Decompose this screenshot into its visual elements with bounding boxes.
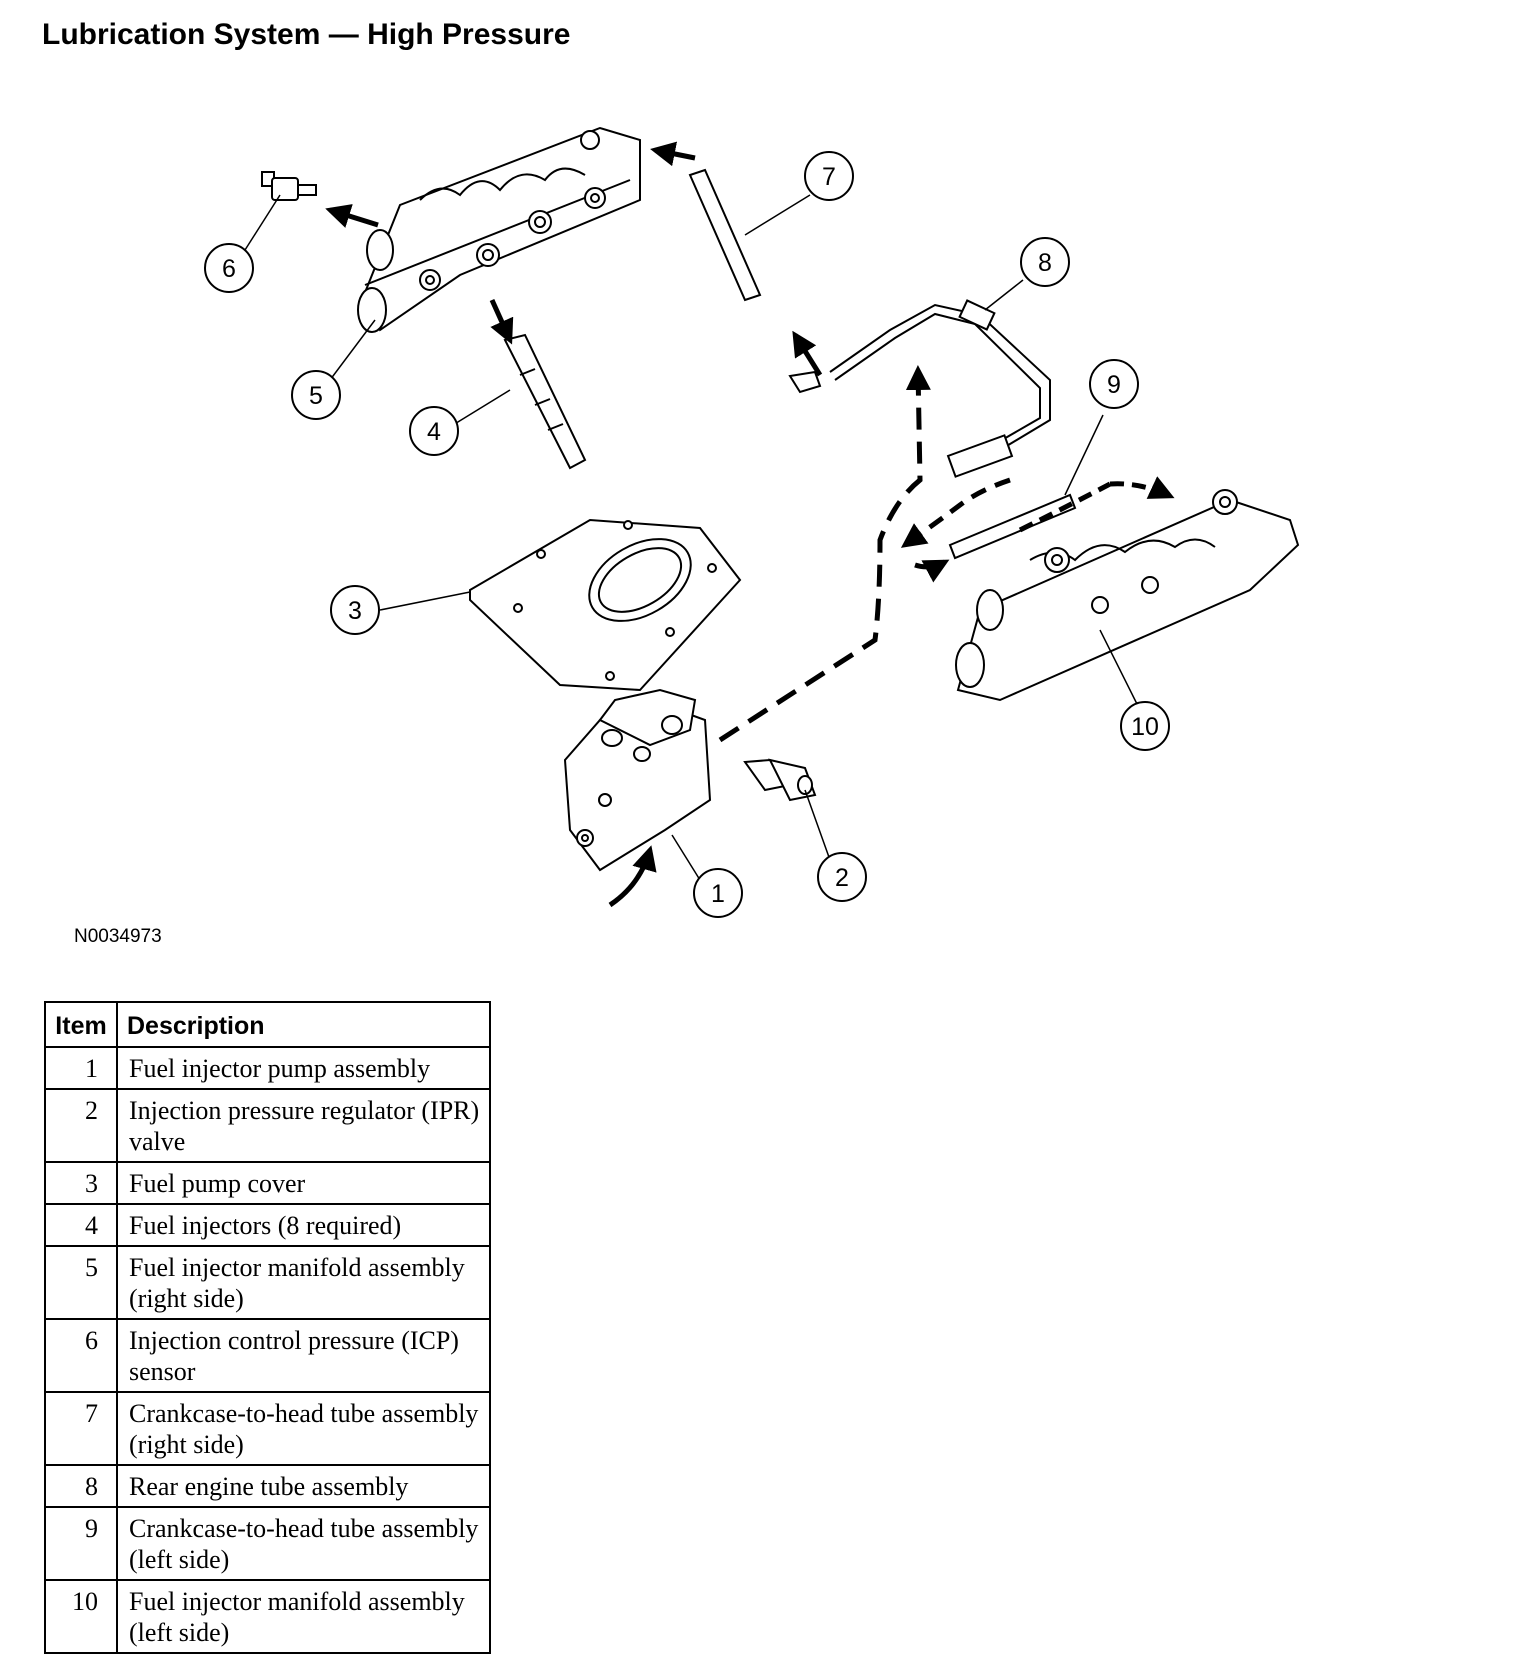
table-row: 10 Fuel injector manifold assembly (left… xyxy=(44,1579,491,1654)
callout-1: 1 xyxy=(693,868,743,918)
svg-text:8: 8 xyxy=(1038,249,1052,277)
item-number: 5 xyxy=(44,1245,118,1320)
table-row: 1 Fuel injector pump assembly xyxy=(44,1046,491,1090)
callout-9: 9 xyxy=(1089,359,1139,409)
callout-6: 6 xyxy=(204,243,254,293)
item-description: Injection control pressure (ICP) sensor xyxy=(116,1318,491,1393)
callout-2: 2 xyxy=(817,852,867,902)
column-header-item: Item xyxy=(44,1001,118,1048)
item-description: Injection pressure regulator (IPR) valve xyxy=(116,1088,491,1163)
item-number: 8 xyxy=(44,1464,118,1508)
right-manifold-drawing xyxy=(357,126,641,333)
table-header-row: Item Description xyxy=(44,1001,491,1048)
ipr-valve-drawing xyxy=(743,758,817,802)
icp-sensor-drawing xyxy=(261,171,317,201)
callout-4: 4 xyxy=(409,406,459,456)
tube-7-drawing xyxy=(688,168,822,394)
item-number: 1 xyxy=(44,1046,118,1090)
rear-tube-drawing xyxy=(829,299,1051,478)
item-number: 9 xyxy=(44,1506,118,1581)
item-description: Fuel injector pump assembly xyxy=(116,1046,491,1090)
item-number: 7 xyxy=(44,1391,118,1466)
callout-3: 3 xyxy=(330,585,380,635)
table-row: 8 Rear engine tube assembly xyxy=(44,1464,491,1508)
leader-lines xyxy=(244,194,1141,881)
item-number: 10 xyxy=(44,1579,118,1654)
lubrication-diagram: 1 2 3 4 5 6 7 8 9 10 xyxy=(204,126,1300,918)
pump-cover-drawing xyxy=(469,518,742,692)
callout-7: 7 xyxy=(804,151,854,201)
table-row: 5 Fuel injector manifold assembly (right… xyxy=(44,1245,491,1320)
table-row: 2 Injection pressure regulator (IPR) val… xyxy=(44,1088,491,1163)
item-number: 4 xyxy=(44,1203,118,1247)
svg-text:6: 6 xyxy=(222,255,236,283)
callout-5: 5 xyxy=(291,370,341,420)
item-description: Fuel pump cover xyxy=(116,1161,491,1205)
table-row: 3 Fuel pump cover xyxy=(44,1161,491,1205)
item-description: Fuel injector manifold assembly (right s… xyxy=(116,1245,491,1320)
svg-text:4: 4 xyxy=(427,418,441,446)
svg-text:2: 2 xyxy=(835,864,849,892)
item-description: Crankcase-to-head tube assembly (left si… xyxy=(116,1506,491,1581)
callout-10: 10 xyxy=(1120,701,1170,751)
item-description: Fuel injectors (8 required) xyxy=(116,1203,491,1247)
tube-9-drawing xyxy=(948,493,1077,560)
pump-assembly-drawing xyxy=(563,688,712,872)
item-number: 6 xyxy=(44,1318,118,1393)
page-title: Lubrication System — High Pressure xyxy=(42,18,571,51)
legend-table: Item Description 1 Fuel injector pump as… xyxy=(44,1001,491,1654)
left-manifold-drawing xyxy=(955,489,1300,702)
table-row: 9 Crankcase-to-head tube assembly (left … xyxy=(44,1506,491,1581)
svg-text:1: 1 xyxy=(711,880,725,908)
figure-id: N0034973 xyxy=(74,926,162,947)
item-number: 3 xyxy=(44,1161,118,1205)
fuel-injector-drawing xyxy=(503,333,587,470)
item-description: Rear engine tube assembly xyxy=(116,1464,491,1508)
table-row: 4 Fuel injectors (8 required) xyxy=(44,1203,491,1247)
svg-text:5: 5 xyxy=(309,382,323,410)
item-description: Crankcase-to-head tube assembly (right s… xyxy=(116,1391,491,1466)
svg-text:10: 10 xyxy=(1131,713,1159,741)
svg-text:3: 3 xyxy=(348,597,362,625)
table-row: 7 Crankcase-to-head tube assembly (right… xyxy=(44,1391,491,1466)
item-description: Fuel injector manifold assembly (left si… xyxy=(116,1579,491,1654)
flow-arrows xyxy=(325,141,1175,908)
svg-text:7: 7 xyxy=(822,163,836,191)
svg-text:9: 9 xyxy=(1107,371,1121,399)
column-header-description: Description xyxy=(116,1001,491,1048)
callout-8: 8 xyxy=(1020,237,1070,287)
table-row: 6 Injection control pressure (ICP) senso… xyxy=(44,1318,491,1393)
item-number: 2 xyxy=(44,1088,118,1163)
